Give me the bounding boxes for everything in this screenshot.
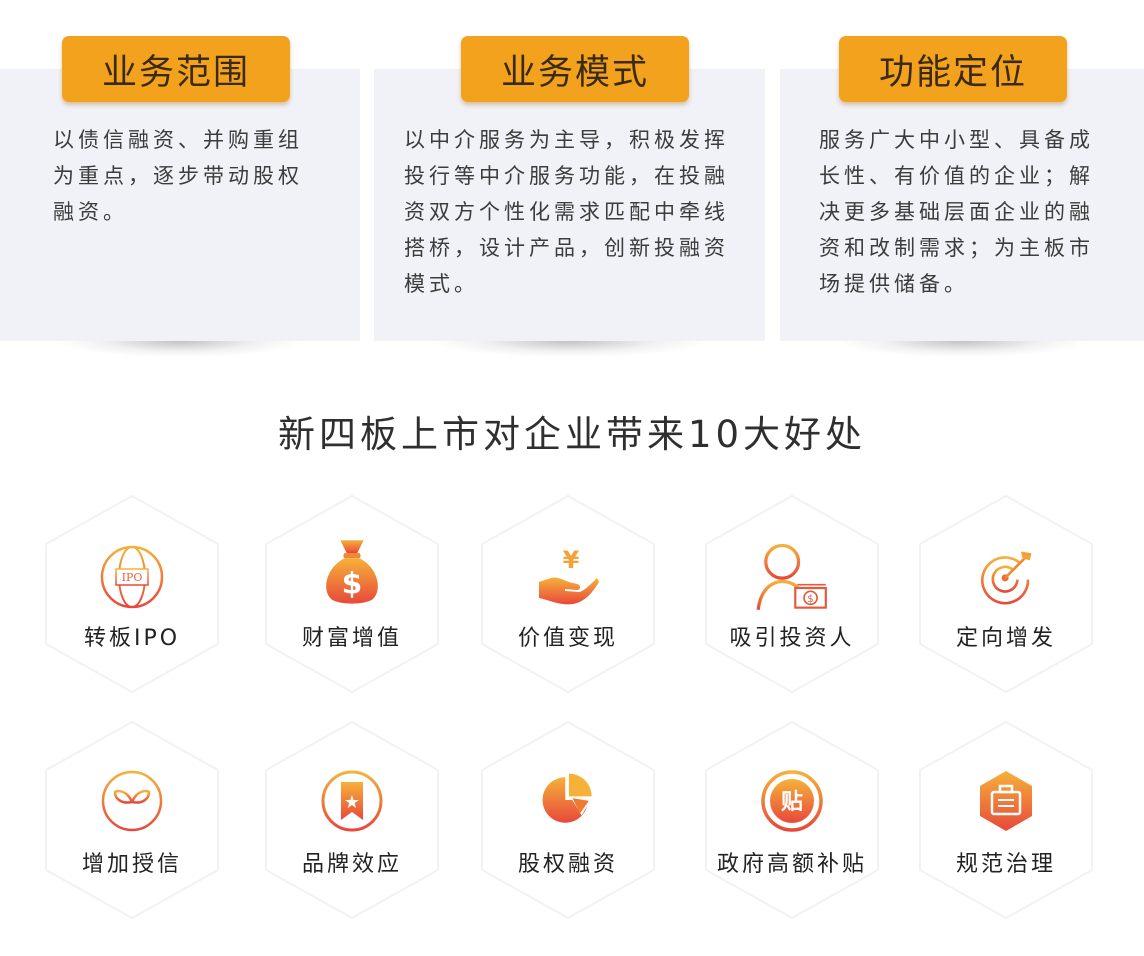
pie-chart-icon [542, 773, 592, 823]
card-text-line: 决更多基础层面企业的融 [819, 200, 1094, 224]
briefcase-icon [980, 771, 1032, 831]
target-icon [981, 551, 1032, 605]
benefit-government-subsidy: 贴 政府高额补贴 [702, 720, 882, 920]
benefit-label: 股权融资 [517, 852, 618, 877]
tag-business-scope: 业务范围 [62, 36, 290, 102]
card-text-line: 资和改制需求；为主板市 [819, 236, 1094, 260]
card-function-position [780, 69, 1144, 357]
hexagon-frame [705, 495, 879, 693]
subsidy-icon: 贴 [761, 770, 823, 832]
medal-star-icon: ★ [321, 770, 383, 832]
card-shadow [60, 341, 300, 357]
icon-text: ¥ [563, 546, 580, 574]
card-text-line: 以中介服务为主导，积极发挥 [404, 128, 729, 152]
hexagon-frame [45, 495, 219, 693]
benefit-label: 增加授信 [81, 852, 182, 877]
card-text-line: 融资。 [53, 200, 128, 224]
benefit-label: 定向增发 [955, 626, 1056, 651]
sprout-icon [101, 770, 163, 832]
icon-text: $ [342, 566, 363, 601]
benefit-ipo: IPO 转板IPO [42, 494, 222, 694]
card-shadow [434, 341, 705, 357]
card-text-line: 以债信融资、并购重组 [53, 128, 303, 152]
hand-yen-icon: ¥ [539, 546, 599, 605]
benefit-attract-investor: $ 吸引投资人 [702, 494, 882, 694]
benefit-label: 品牌效应 [301, 852, 402, 877]
benefit-label: 价值变现 [517, 626, 618, 651]
tag-function-position: 功能定位 [839, 36, 1067, 102]
benefit-private-placement: 定向增发 [916, 494, 1096, 694]
hexagon-frame [919, 495, 1093, 693]
card-text-line: 为重点，逐步带动股权 [53, 164, 303, 188]
benefit-credit: 增加授信 [42, 720, 222, 920]
section-title: 新四板上市对企业带来10大好处 [277, 413, 867, 456]
card-shadow [840, 341, 1084, 357]
card-text-line: 资双方个性化需求匹配中牵线 [404, 200, 729, 224]
card-business-scope [0, 69, 360, 357]
benefit-wealth: $ 财富增值 [262, 494, 442, 694]
globe-ipo-icon: IPO [100, 545, 164, 609]
card-text-function-position: 服务广大中小型、具备成 长性、有价值的企业；解 决更多基础层面企业的融 资和改制… [819, 122, 1139, 302]
hexagon-frame [265, 721, 439, 919]
benefit-label: 财富增值 [301, 626, 402, 651]
benefit-value-realize: ¥ 价值变现 [478, 494, 658, 694]
icon-text: 贴 [781, 789, 803, 815]
benefit-label: 政府高额补贴 [716, 852, 867, 877]
card-text-line: 模式。 [404, 272, 479, 296]
benefit-label: 吸引投资人 [729, 626, 855, 651]
tag-business-model: 业务模式 [461, 36, 689, 102]
card-text-line: 搭桥，设计产品，创新投融资 [404, 236, 729, 260]
card-text-line: 长性、有价值的企业；解 [819, 164, 1094, 188]
investor-icon: $ [756, 543, 827, 611]
card-business-model [374, 69, 765, 357]
card-text-business-model: 以中介服务为主导，积极发挥 投行等中介服务功能，在投融 资双方个性化需求匹配中牵… [404, 122, 759, 302]
money-bag-icon: $ [326, 540, 378, 604]
icon-text: ★ [344, 792, 360, 813]
benefit-equity-financing: 股权融资 [478, 720, 658, 920]
card-text-business-scope: 以债信融资、并购重组 为重点，逐步带动股权 融资。 [53, 122, 353, 230]
icon-text: $ [807, 594, 813, 605]
benefit-label: 规范治理 [955, 852, 1056, 877]
card-text-line: 服务广大中小型、具备成 [819, 128, 1094, 152]
benefit-label: 转板IPO [83, 626, 181, 651]
card-text-line: 投行等中介服务功能，在投融 [404, 164, 729, 188]
icon-text: IPO [122, 571, 143, 584]
benefit-brand: ★ 品牌效应 [262, 720, 442, 920]
benefit-governance: 规范治理 [916, 720, 1096, 920]
card-text-line: 场提供储备。 [819, 272, 969, 296]
